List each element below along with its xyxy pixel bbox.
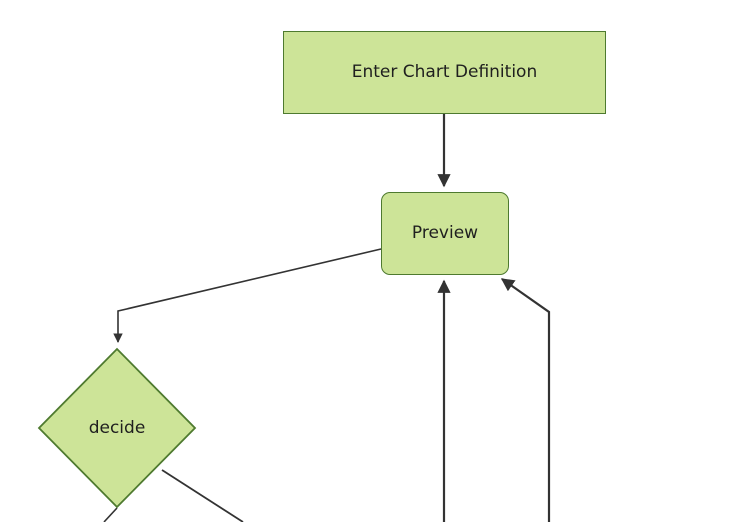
edge-decide-out-left — [103, 507, 118, 522]
edge-decide-out-right — [161, 469, 244, 522]
node-decide-label: decide — [88, 418, 146, 438]
node-preview-label: Preview — [411, 223, 479, 244]
node-preview[interactable]: Preview — [381, 192, 509, 275]
node-enter-chart-definition-label: Enter Chart Definition — [351, 62, 538, 83]
node-enter-chart-definition[interactable]: Enter Chart Definition — [283, 31, 606, 114]
edge-preview-to-decide — [113, 248, 382, 343]
edge-into-preview-right — [500, 278, 551, 522]
node-decide[interactable]: decide — [37, 347, 197, 509]
decide-diamond-shape — [37, 347, 197, 509]
